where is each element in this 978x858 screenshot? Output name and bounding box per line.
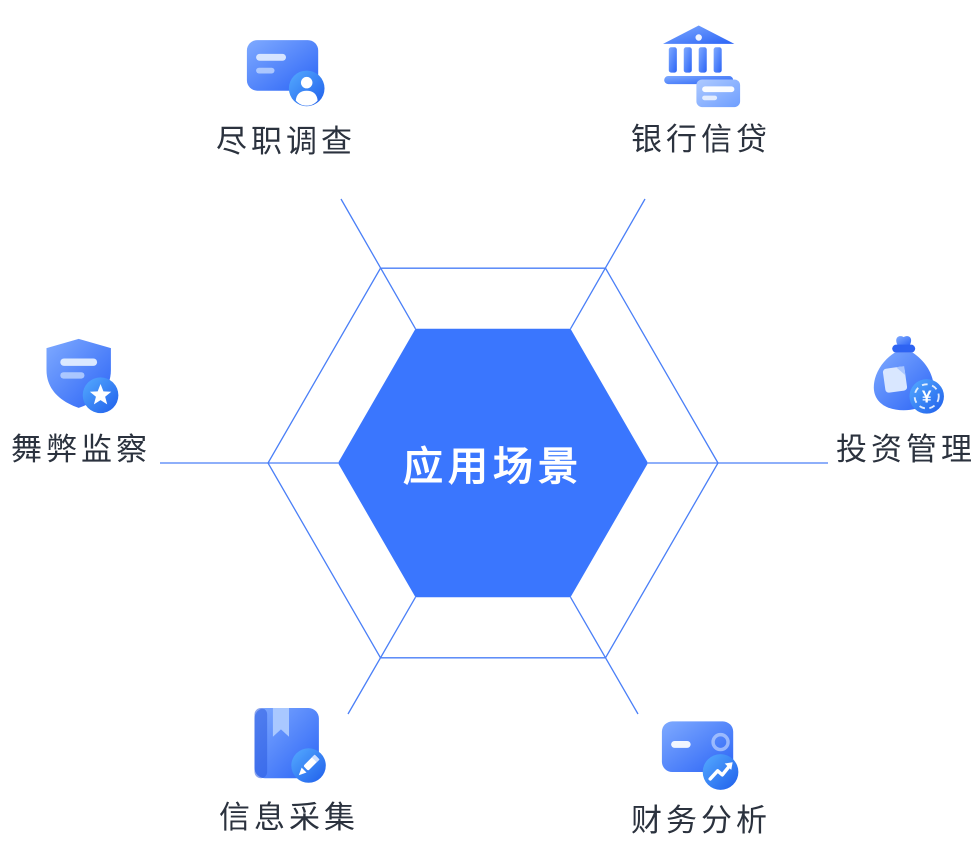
hexagon-filled bbox=[338, 328, 648, 598]
bank-card-icon bbox=[663, 25, 741, 108]
shield-star-icon bbox=[46, 338, 119, 414]
node-information-collection: 信息采集 bbox=[219, 700, 359, 835]
star-badge bbox=[82, 377, 119, 414]
document-on-bag bbox=[882, 366, 908, 393]
connector-line-bottom-right bbox=[569, 596, 639, 715]
node-label-due-diligence: 尽职调查 bbox=[216, 124, 356, 159]
connector-line-bottom-left bbox=[347, 596, 417, 715]
node-due-diligence: 尽职调查 bbox=[216, 24, 356, 159]
credit-card-badge bbox=[696, 79, 741, 108]
node-label-financial-analysis: 财务分析 bbox=[631, 803, 771, 838]
connector-line-top-left bbox=[340, 198, 417, 330]
node-label-fraud-monitoring: 舞弊监察 bbox=[11, 432, 151, 467]
yen-coin-badge: ¥ bbox=[909, 379, 944, 414]
connector-line-top-right bbox=[569, 198, 646, 330]
node-label-information-collection: 信息采集 bbox=[219, 800, 359, 835]
center-hexagon-label: 应用场景 bbox=[403, 445, 583, 489]
connector-lines bbox=[160, 198, 828, 715]
node-investment-management: ¥ 投资管理 bbox=[836, 332, 976, 467]
svg-text:¥: ¥ bbox=[922, 387, 932, 407]
pencil-badge bbox=[291, 748, 326, 783]
hexagon-outline bbox=[267, 267, 719, 659]
card-chart-icon bbox=[661, 721, 739, 790]
card-person-icon bbox=[246, 40, 325, 107]
node-label-bank-credit: 银行信贷 bbox=[631, 122, 771, 157]
node-fraud-monitoring: 舞弊监察 bbox=[11, 332, 151, 467]
node-label-investment-management: 投资管理 bbox=[836, 432, 976, 467]
book-pencil-icon bbox=[254, 708, 326, 783]
person-badge bbox=[288, 70, 325, 107]
node-bank-credit: 银行信贷 bbox=[631, 22, 771, 157]
node-financial-analysis: 财务分析 bbox=[631, 703, 771, 838]
money-bag-yen-icon: ¥ bbox=[873, 336, 944, 414]
chart-badge bbox=[702, 754, 739, 790]
